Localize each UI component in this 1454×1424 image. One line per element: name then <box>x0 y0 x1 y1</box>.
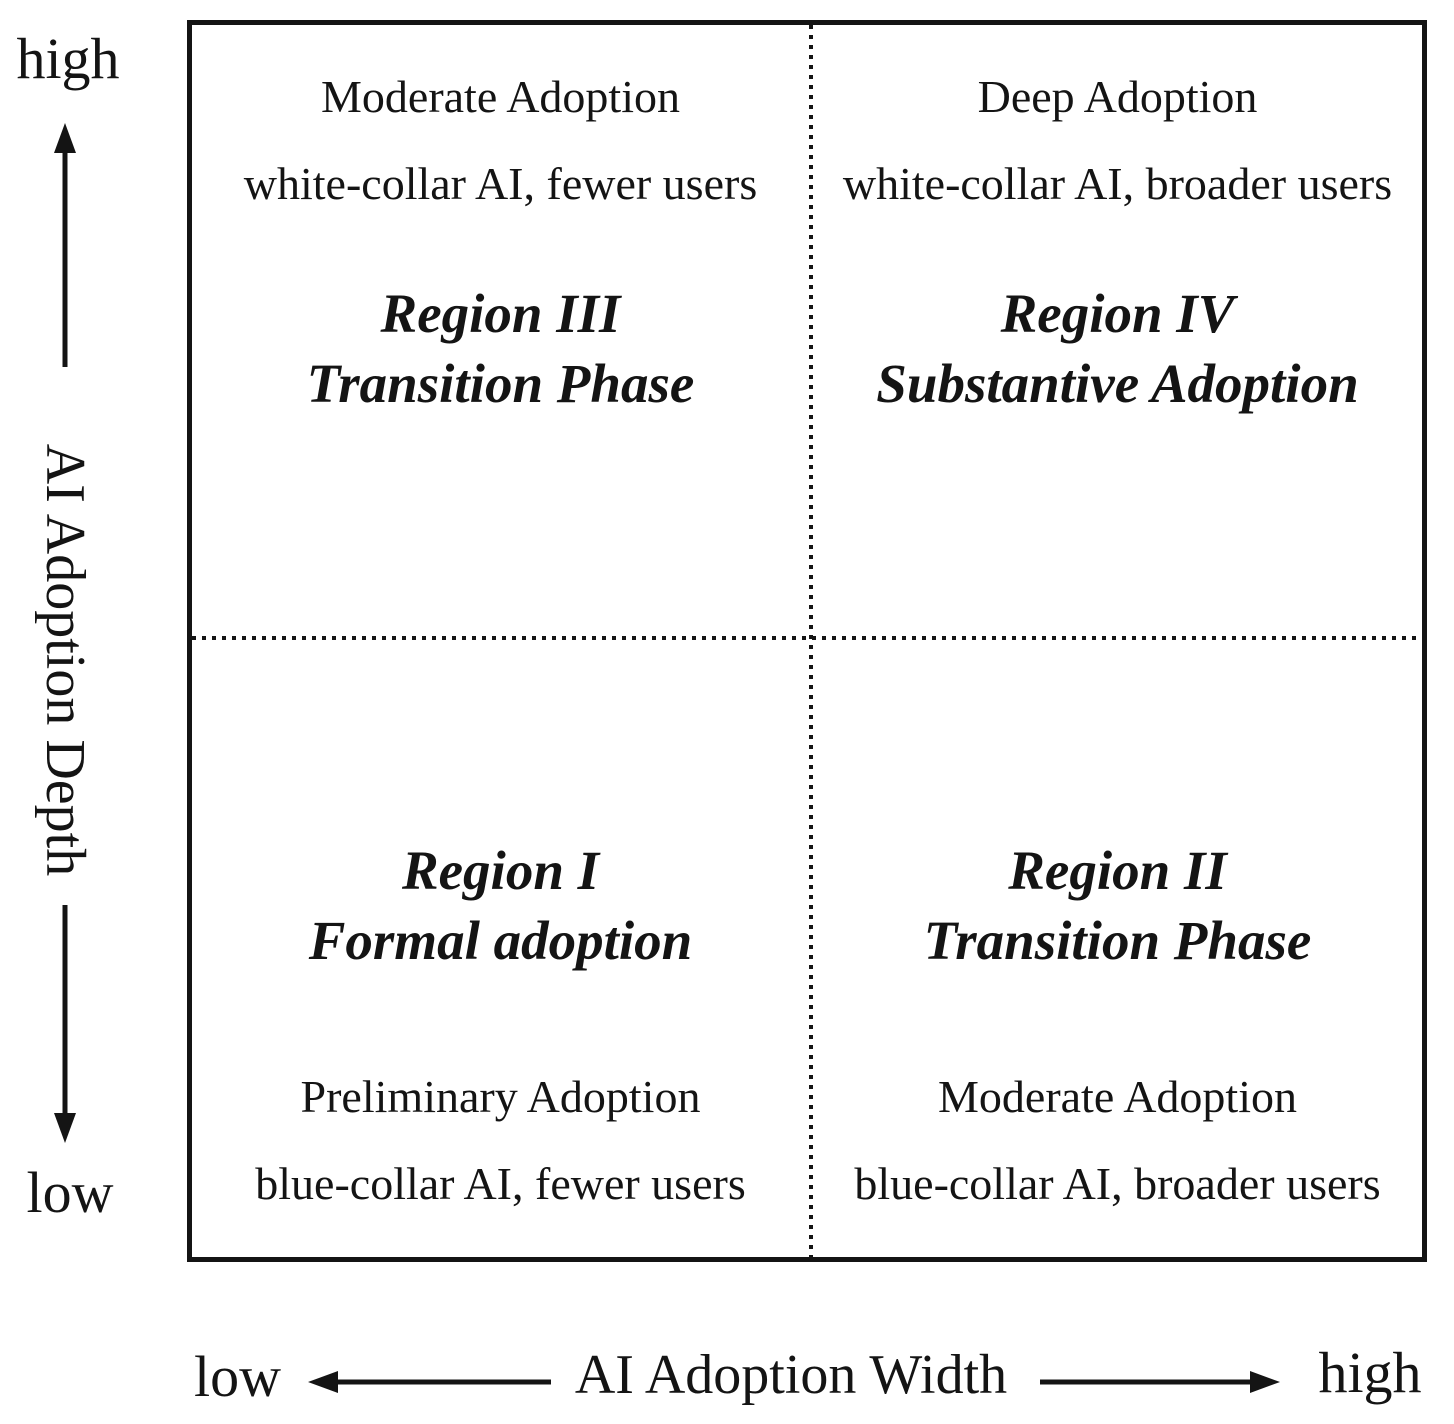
x-axis-left-arrow-icon <box>308 1371 551 1393</box>
region-title-line: Region IV <box>1000 283 1235 344</box>
region-title-line: Formal adoption <box>308 910 693 971</box>
region-title-line: Region II <box>1008 840 1227 901</box>
y-axis-high-label: high <box>16 26 120 91</box>
x-axis-right-arrow-icon <box>1040 1371 1280 1393</box>
quadrant-region-ii: Region II Transition Phase Moderate Adop… <box>813 640 1422 1257</box>
region-title: Region I Formal adoption <box>192 836 809 976</box>
x-axis-low-label: low <box>194 1344 281 1409</box>
y-axis-title: AI Adoption Depth <box>34 443 96 877</box>
region-title-line: Substantive Adoption <box>876 353 1359 414</box>
descriptor-line: blue-collar AI, broader users <box>854 1158 1381 1209</box>
descriptor-line: Moderate Adoption <box>938 1071 1297 1122</box>
region-title-line: Transition Phase <box>923 910 1312 971</box>
quadrant-region-iv: Deep Adoption white-collar AI, broader u… <box>813 25 1422 636</box>
descriptor-line: Moderate Adoption <box>321 71 680 122</box>
quadrant-descriptor: Deep Adoption white-collar AI, broader u… <box>813 53 1422 227</box>
region-title: Region IV Substantive Adoption <box>813 279 1422 419</box>
y-axis-up-arrow-icon <box>54 123 76 367</box>
descriptor-line: white-collar AI, broader users <box>842 158 1393 209</box>
quadrant-descriptor: Preliminary Adoption blue-collar AI, few… <box>192 1053 809 1227</box>
region-title-line: Region I <box>401 840 600 901</box>
descriptor-line: Preliminary Adoption <box>300 1071 701 1122</box>
quadrant-region-iii: Moderate Adoption white-collar AI, fewer… <box>192 25 809 636</box>
region-title: Region III Transition Phase <box>192 279 809 419</box>
region-title-line: Transition Phase <box>306 353 695 414</box>
descriptor-line: white-collar AI, fewer users <box>243 158 758 209</box>
region-title-line: Region III <box>380 283 621 344</box>
region-title: Region II Transition Phase <box>813 836 1422 976</box>
quadrant-descriptor: Moderate Adoption blue-collar AI, broade… <box>813 1053 1422 1227</box>
descriptor-line: Deep Adoption <box>977 71 1258 122</box>
y-axis-down-arrow-icon <box>54 905 76 1143</box>
x-axis-title: AI Adoption Width <box>574 1344 1008 1406</box>
vertical-dotted-divider <box>809 25 813 1257</box>
y-axis-low-label: low <box>26 1160 114 1225</box>
horizontal-dotted-divider <box>192 636 1422 640</box>
quadrant-descriptor: Moderate Adoption white-collar AI, fewer… <box>192 53 809 227</box>
x-axis-high-label: high <box>1318 1340 1422 1405</box>
quadrant-region-i: Region I Formal adoption Preliminary Ado… <box>192 640 809 1257</box>
matrix-box: Moderate Adoption white-collar AI, fewer… <box>187 20 1427 1262</box>
descriptor-line: blue-collar AI, fewer users <box>255 1158 746 1209</box>
